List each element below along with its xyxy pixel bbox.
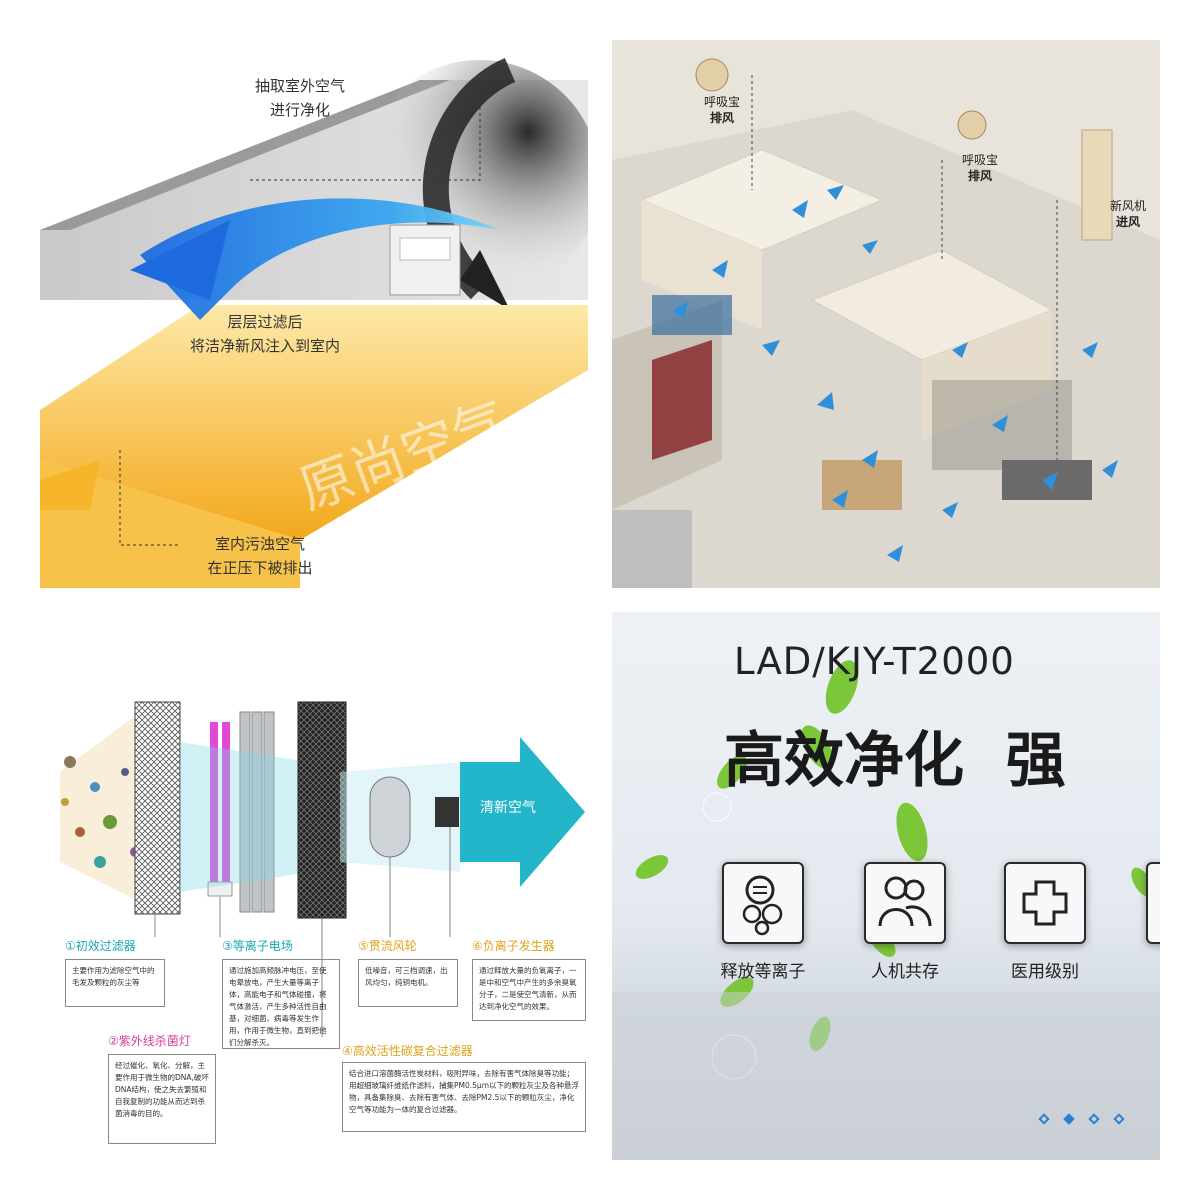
people-icon <box>864 862 946 944</box>
medical-cross-icon <box>1004 862 1086 944</box>
outdoor-air-label: 抽取室外空气 进行净化 <box>254 77 345 119</box>
stage-6-text: 通过释放大量的负氧离子，一是中和空气中产生的多余臭氧分子，二是使空气清新，从而达… <box>472 959 586 1021</box>
leaf-decoration <box>612 660 1160 1160</box>
plasma-icon <box>722 862 804 944</box>
feature-label-medical: 医用级别 <box>1011 962 1079 982</box>
stage-2-title: ②紫外线杀菌灯 <box>108 1034 191 1048</box>
clean-air-arrow-label: 清新空气 <box>480 800 536 816</box>
apartment-illustration <box>612 58 1160 588</box>
stage-4-text: 结合进口溶菌酶活性炭材料，吸附异味，去除有害气体除臭等功能；用超细玻璃纤维纸作滤… <box>342 1062 586 1132</box>
airflow-illustration: 原尚空气 <box>40 58 588 588</box>
filter-stages-panel: 清新空气 ①初效过滤器 主要作用为滤除空气中的毛发及颗粒的灰尘等 ②紫外线杀菌灯… <box>40 612 588 1160</box>
stage-3-title: ③等离子电场 <box>222 939 293 953</box>
stage-1-text: 主要作用为滤除空气中的毛发及颗粒的灰尘等 <box>65 959 165 1007</box>
feature-label-people: 人机共存 <box>871 962 939 982</box>
leader-lines <box>119 80 481 546</box>
fresh-air-diagram-panel: 原尚空气 抽取室外空气 进行净化 层层过滤后 将洁净新风注入到室内 室内污浊空气… <box>40 40 588 588</box>
stage-6-title: ⑥负离子发生器 <box>472 939 555 953</box>
stage-5-text: 低噪音，可三档调速，出风均匀，纯铜电机。 <box>358 959 458 1007</box>
apartment-ventilation-panel: 呼吸宝 排风 呼吸宝 排风 新风机 进风 <box>612 40 1160 588</box>
filtered-air-label: 层层过滤后 将洁净新风注入到室内 <box>189 313 340 355</box>
headline: 高效净化 强 <box>724 726 1066 796</box>
product-banner-panel: LAD/KJY-T2000 高效净化 强 释放等离子 人机共存 医用级别 <box>612 612 1160 1160</box>
stage-3-text: 通过施加高频脉冲电压，至使电晕放电，产生大量等离子体，高能电子和气体碰撞，将气体… <box>222 959 340 1049</box>
stage-2-text: 经过催化、氧化、分解，主要作用于微生物的DNA,破坏DNA结构，使之失去繁殖和自… <box>108 1054 216 1144</box>
filter-stack-illustration: 清新空气 <box>60 701 585 1037</box>
stage-4-title: ④高效活性碳复合过滤器 <box>342 1044 473 1058</box>
intake-label: 新风机 进风 <box>1109 199 1146 229</box>
partial-icon <box>1146 862 1160 944</box>
feature-label-plasma: 释放等离子 <box>720 962 806 982</box>
product-model: LAD/KJY-T2000 <box>734 640 1015 683</box>
airflow-arrows <box>672 185 1118 562</box>
indoor-exhaust-label: 室内污浊空气 在正压下被排出 <box>207 535 313 577</box>
stage-1-title: ①初效过滤器 <box>65 939 136 953</box>
exhaust-label-a: 呼吸宝 排风 <box>703 95 740 125</box>
stage-5-title: ⑤贯流风轮 <box>358 939 417 953</box>
exhaust-label-b: 呼吸宝 排风 <box>961 153 998 183</box>
